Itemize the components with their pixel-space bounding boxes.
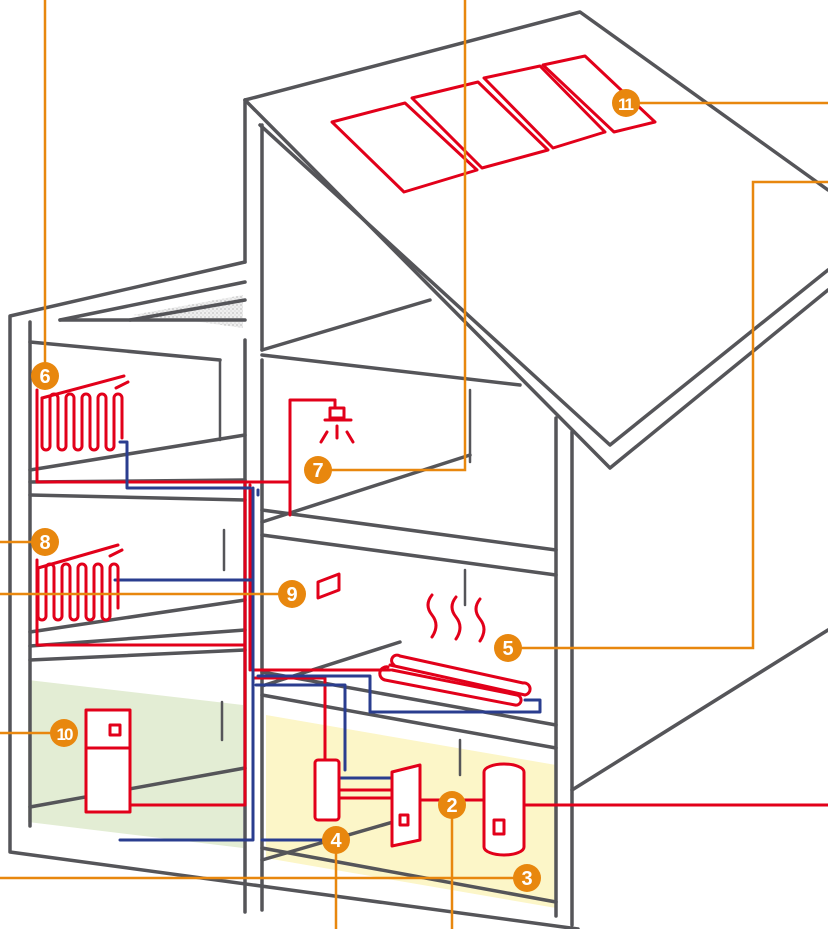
callout-10-number: 10	[57, 725, 73, 744]
callout-badge-5: 5	[494, 634, 522, 662]
callout-badge-3: 3	[513, 864, 541, 892]
callout-badge-8: 8	[31, 528, 59, 556]
callout-2-number: 2	[446, 795, 457, 817]
callout-badge-11: 11	[612, 89, 640, 117]
callout-7-number: 7	[312, 460, 323, 482]
callout-3-number: 3	[521, 868, 532, 890]
room-thermostat	[318, 574, 339, 598]
hydraulic-module	[315, 760, 339, 820]
callout-badge-10: 10	[50, 719, 78, 747]
radiator-middle	[38, 545, 122, 620]
solar-collectors	[332, 56, 655, 192]
callout-badge-7: 7	[304, 456, 332, 484]
callout-badge-9: 9	[278, 580, 306, 608]
callout-4-number: 4	[330, 830, 342, 852]
heat-unit	[392, 765, 420, 846]
callout-11-number: 11	[618, 95, 634, 114]
callout-6-number: 6	[39, 366, 50, 388]
callout-8-number: 8	[39, 532, 50, 554]
shower-head-icon	[321, 400, 353, 442]
basement-left-room-fill	[28, 680, 243, 848]
radiator-upper	[42, 376, 128, 450]
callout-9-number: 9	[286, 584, 297, 606]
callout-badge-4: 4	[322, 826, 350, 854]
boiler-unit	[86, 710, 130, 812]
callout-badge-6: 6	[31, 362, 59, 390]
callout-5-number: 5	[502, 638, 513, 660]
storage-tank	[484, 764, 524, 855]
callout-badge-2: 2	[438, 791, 466, 819]
